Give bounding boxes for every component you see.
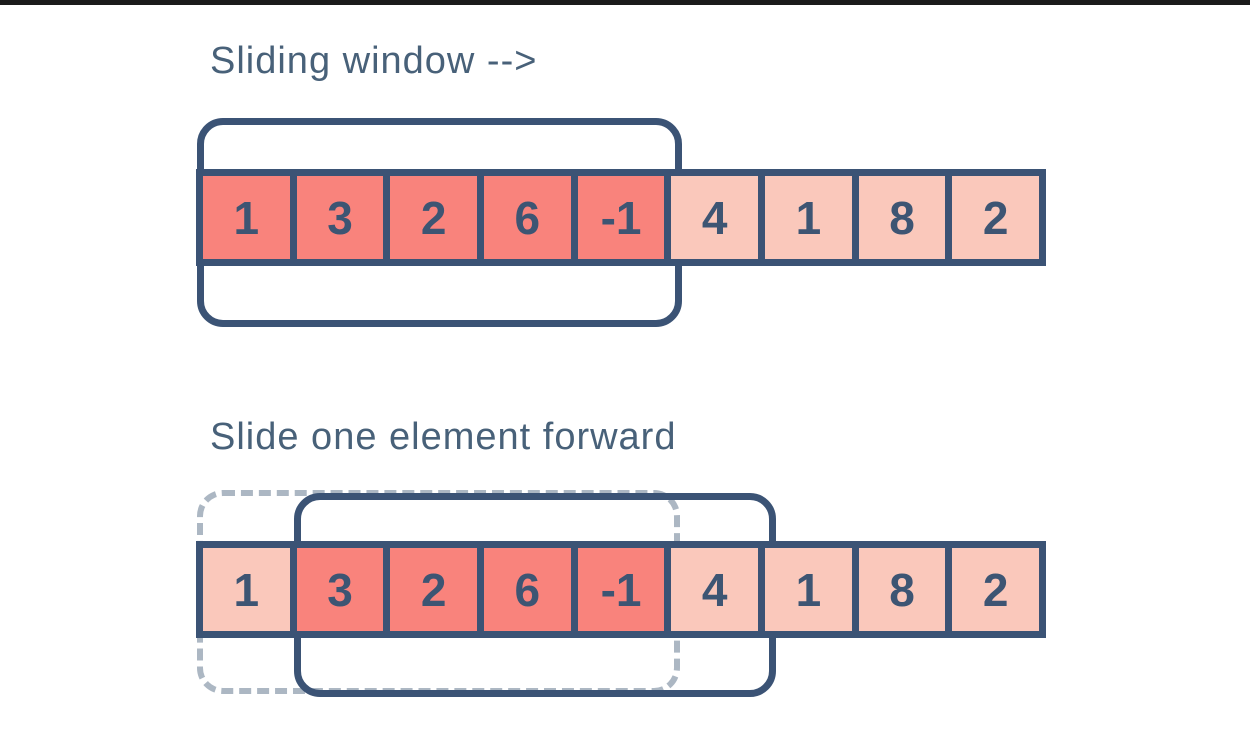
array-cell: 3 [296, 548, 384, 631]
array-cell: -1 [577, 176, 665, 259]
top-border-line [0, 0, 1250, 5]
array-cell: 6 [484, 548, 571, 631]
array-cell: 4 [671, 548, 759, 631]
array-cell: 8 [858, 548, 946, 631]
array-cell: 2 [952, 176, 1040, 259]
step1-title: Sliding window --> [210, 40, 538, 82]
array-cell: 1 [203, 176, 290, 259]
array-cell: 4 [671, 176, 759, 259]
array-cell: -1 [577, 548, 665, 631]
array-cell: 6 [484, 176, 571, 259]
step2-title: Slide one element forward [210, 416, 677, 458]
array-cell: 1 [765, 548, 852, 631]
array-cell: 1 [203, 548, 290, 631]
array-cell: 1 [765, 176, 852, 259]
array-cell: 2 [390, 548, 478, 631]
array-cell: 8 [858, 176, 946, 259]
array-cell: 2 [952, 548, 1040, 631]
array-cell: 3 [296, 176, 384, 259]
array-cell: 2 [390, 176, 478, 259]
